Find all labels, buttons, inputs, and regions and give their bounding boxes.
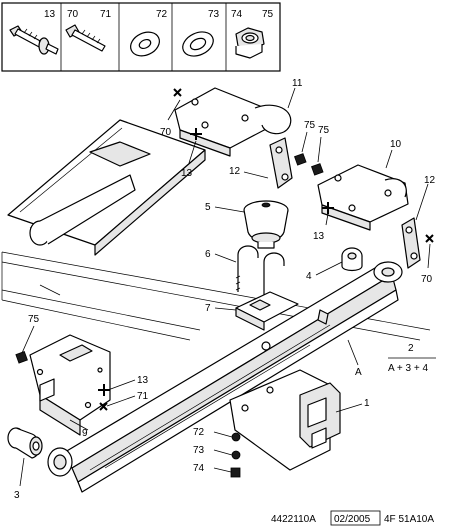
spring-plate-7 — [235, 291, 299, 351]
shackle-link-12-right — [401, 217, 421, 269]
callout-75-b: 75 — [318, 125, 330, 136]
square-marker-74 — [230, 467, 241, 478]
leader-lines — [19, 87, 431, 487]
callout-6: 6 — [205, 249, 211, 260]
leaf-spring — [47, 261, 403, 493]
callout-9: 9 — [82, 428, 88, 439]
view-note-number: 2 — [408, 343, 414, 354]
view-note: 2 A + 3 + 4 — [388, 343, 436, 374]
bump-stop-5 — [243, 200, 289, 249]
callout-71: 71 — [137, 391, 149, 402]
callout-12-right: 12 — [424, 175, 436, 186]
bolt-70-71-icon — [65, 24, 106, 52]
footer: 4422110A 02/2005 4F 51A10A — [271, 510, 434, 526]
callout-70-right: 70 — [421, 274, 433, 285]
square-marker-75-b — [311, 163, 324, 176]
bushing-4 — [341, 247, 363, 272]
plus-marker-13-top — [190, 128, 202, 140]
footer-ref: 4422110A — [271, 514, 316, 525]
front-spring-hanger — [29, 334, 111, 436]
square-marker-75-a — [294, 153, 307, 166]
callout-3: 3 — [14, 490, 20, 501]
callout-1: 1 — [364, 398, 370, 409]
legend-label-71: 71 — [100, 9, 112, 20]
callout-7: 7 — [205, 303, 211, 314]
callout-75-c: 75 — [28, 314, 40, 325]
plus-marker-13-mid — [322, 202, 334, 214]
legend-label-13: 13 — [44, 9, 56, 20]
legend-label-75: 75 — [262, 9, 274, 20]
parts-legend-box: 13 70 71 72 73 74 75 — [1, 2, 281, 72]
callout-11: 11 — [292, 78, 303, 89]
callout-4: 4 — [306, 271, 312, 282]
callout-5: 5 — [205, 202, 211, 213]
callout-13-mid: 13 — [313, 231, 325, 242]
callout-70-top: 70 — [160, 127, 172, 138]
callout-73: 73 — [193, 445, 205, 456]
legend-label-70: 70 — [67, 9, 79, 20]
bolt-13-icon — [9, 25, 59, 55]
callout-A: A — [355, 367, 362, 378]
view-note-formula: A + 3 + 4 — [388, 363, 428, 374]
circle-marker-73 — [231, 450, 241, 460]
footer-date: 02/2005 — [334, 514, 371, 525]
washer-72-icon — [130, 31, 160, 57]
cross-marker-70-top — [173, 88, 182, 97]
callout-72: 72 — [193, 427, 205, 438]
bushing-3 — [7, 427, 43, 459]
footer-code: 4F 51A10A — [384, 514, 434, 525]
square-marker-75-c — [15, 351, 28, 364]
u-bolt-6 — [235, 245, 285, 296]
cross-marker-70-right — [425, 234, 434, 243]
nut-74-75-icon — [235, 27, 265, 59]
legend-label-74: 74 — [231, 9, 243, 20]
legend-label-72: 72 — [156, 9, 168, 20]
circle-marker-72 — [231, 432, 241, 442]
cross-marker-71 — [99, 402, 108, 411]
washer-73-icon — [182, 31, 214, 57]
shackle-bracket-10 — [317, 164, 409, 231]
chassis-frame — [1, 119, 431, 341]
callout-13-top: 13 — [181, 168, 193, 179]
callout-74: 74 — [193, 463, 205, 474]
callout-12-left: 12 — [229, 166, 241, 177]
callout-75-a: 75 — [304, 120, 316, 131]
shackle-link-12-left — [269, 137, 293, 189]
callout-10: 10 — [390, 139, 402, 150]
legend-label-73: 73 — [208, 9, 220, 20]
axle-housing — [229, 369, 341, 471]
callout-13-low: 13 — [137, 375, 149, 386]
